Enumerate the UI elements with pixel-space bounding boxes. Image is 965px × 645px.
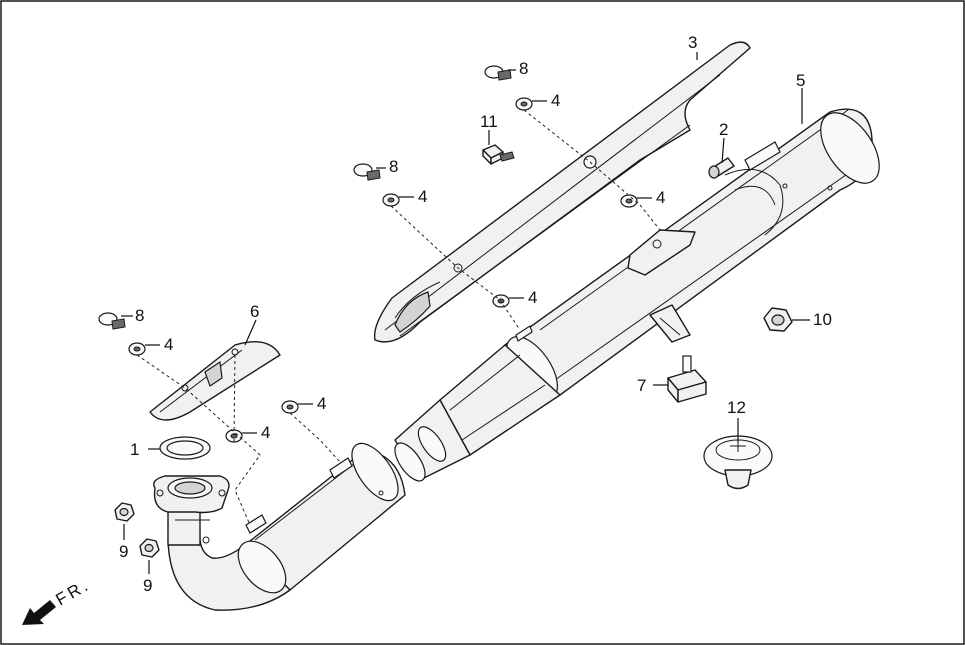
callout-4b: 4	[418, 187, 427, 206]
callout-12: 12	[727, 398, 746, 417]
part-7-damper	[667, 355, 707, 403]
part-9-nuts	[114, 502, 160, 558]
callout-8b: 8	[389, 157, 398, 176]
callout-8c: 8	[135, 306, 144, 325]
callout-10: 10	[813, 310, 832, 329]
callout-3: 3	[688, 33, 697, 52]
callout-4a: 4	[551, 91, 560, 110]
callout-8a: 8	[519, 59, 528, 78]
part-11-bolt	[482, 144, 515, 165]
part-10-nut	[763, 307, 793, 332]
part-1-gasket	[159, 436, 211, 460]
part-8-bolts	[98, 65, 512, 330]
leader-lines	[121, 52, 810, 574]
callout-numbers: 1 2 3 4 4 4 4 4 4 4 5 6 7 8 8 8 9 9 10 1…	[119, 33, 832, 595]
callout-6: 6	[250, 302, 259, 321]
callout-1: 1	[130, 440, 139, 459]
front-arrow-icon	[22, 600, 56, 625]
part-5-muffler-assembly	[153, 108, 880, 611]
callout-4e: 4	[164, 335, 173, 354]
assembly-lines	[136, 109, 661, 526]
callout-4f: 4	[317, 394, 326, 413]
callout-4g: 4	[261, 423, 270, 442]
callout-9b: 9	[143, 576, 152, 595]
callout-4c: 4	[656, 188, 665, 207]
callout-4d: 4	[528, 288, 537, 307]
callout-2: 2	[719, 120, 728, 139]
part-4-washers	[128, 97, 638, 443]
part-3-heat-shield	[373, 41, 751, 343]
callout-7: 7	[637, 376, 646, 395]
part-6-front-heat-shield	[149, 341, 281, 421]
callout-9a: 9	[119, 542, 128, 561]
callout-11: 11	[480, 112, 498, 131]
callout-5: 5	[796, 71, 805, 90]
